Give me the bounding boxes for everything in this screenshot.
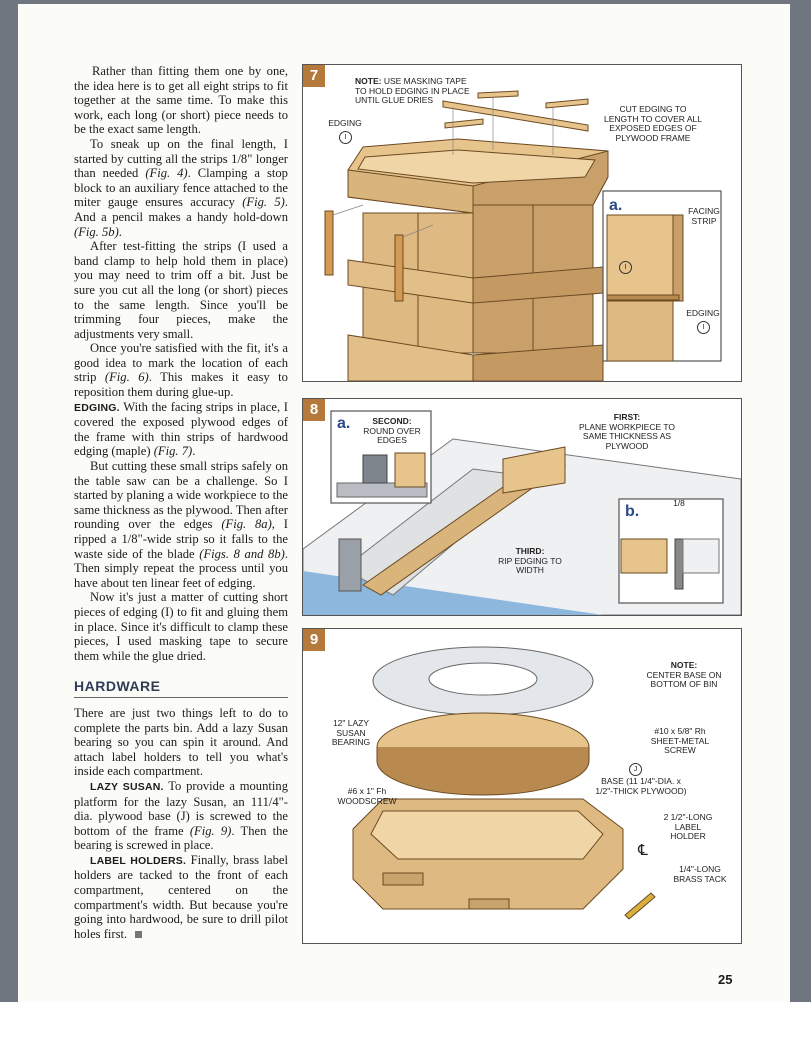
woodscrew-label: #6 x 1" Fh WOODSCREW [337, 786, 397, 806]
inset-letter: b. [625, 503, 640, 520]
step-text: PLANE WORKPIECE TO SAME THICKNESS AS PLY… [578, 421, 676, 451]
inset-letter: a. [609, 197, 623, 214]
inset-letter: a. [337, 415, 351, 432]
run-in-heading: LABEL HOLDERS. [90, 854, 187, 867]
figure-number-badge: 9 [303, 629, 325, 651]
paragraph-1: Rather than fitting them one by one, the… [74, 64, 288, 137]
text: . And a pencil makes a handy hold-down [74, 195, 288, 224]
figure-9-drawing [352, 646, 656, 920]
figure-reference: (Fig. 6) [104, 370, 149, 385]
part-label-j: J [629, 763, 642, 776]
figure-number-badge: 7 [303, 65, 325, 87]
figure-8-drawing [303, 410, 741, 615]
note-heading: NOTE: [355, 76, 382, 86]
figure-reference: (Fig. 9) [189, 823, 232, 838]
fraction: 1/8" [231, 151, 253, 166]
section-heading-hardware: HARDWARE [74, 679, 288, 698]
text: . Then simply repeat the process until y… [74, 546, 288, 590]
paragraph-3: After test-fitting the strips (I used a … [74, 239, 288, 341]
part-label-i: I [697, 321, 710, 334]
figure-7-drawing [324, 90, 722, 381]
edging-label: EDGING [328, 118, 362, 128]
note-label: NOTE: USE MASKING TAPE TO HOLD EDGING IN… [355, 76, 475, 106]
paragraph-4: Once you're satisfied with the fit, it's… [74, 341, 288, 399]
figure-reference: (Fig. 7) [153, 444, 193, 459]
base-label: BASE (11 1/4"-DIA. x 1/2"-THICK PLYWOOD) [595, 776, 687, 796]
text: . [192, 444, 196, 459]
paragraph-8: There are just two things left to do to … [74, 705, 288, 779]
figure-number-badge: 8 [303, 399, 325, 421]
figure-reference: (Fig. 5) [242, 195, 285, 210]
figure-reference: (Figs. 8 and 8b) [199, 546, 285, 561]
article-column: Rather than fitting them one by one, the… [74, 64, 288, 941]
part-label-i: I [619, 261, 632, 274]
text: To provide a mounting platform for the l… [74, 778, 288, 809]
paragraph-7: Now it's just a matter of cutting short … [74, 590, 288, 663]
figure-reference: (Fig. 5b) [74, 224, 119, 239]
note-heading: NOTE: [670, 660, 698, 670]
paragraph-5: EDGING. With the facing strips in place,… [74, 400, 288, 459]
end-mark-icon [135, 931, 143, 939]
figure-reference: (Fig. 8a) [221, 517, 272, 532]
second-step-label: SECOND:ROUND OVER EDGES [359, 416, 425, 446]
rh-screw-label: #10 x 5/8" Rh SHEET-METAL SCREW [650, 726, 710, 755]
run-in-heading: LAZY SUSAN. [90, 780, 164, 793]
cut-edging-label: CUT EDGING TO LENGTH TO COVER ALL EXPOSE… [604, 104, 702, 143]
note-text: CENTER BASE ON BOTTOM OF BIN [646, 669, 722, 689]
note-text: USE MASKING TAPE TO HOLD EDGING IN PLACE… [355, 76, 470, 105]
note-label: NOTE:CENTER BASE ON BOTTOM OF BIN [643, 660, 725, 690]
text: To sneak up on the final length, I start… [74, 136, 288, 166]
inset-edging-label: EDGING [686, 308, 720, 318]
brass-tack-label: 1/4"-LONG BRASS TACK [673, 864, 727, 884]
text: longer than needed [74, 151, 289, 181]
step-heading: SECOND: [372, 416, 412, 426]
third-step-label: THIRD:RIP EDGING TO WIDTH [495, 546, 565, 576]
figure-9: 9 NOTE:CENTER BASE ON BOTTOM OF BIN 12" … [302, 628, 742, 944]
figure-7: 7 NOTE: USE MASKING TAPE TO HOLD EDGING … [302, 64, 742, 382]
text: -wide strip so it falls to the waste sid… [74, 532, 288, 561]
first-step-label: FIRST:PLANE WORKPIECE TO SAME THICKNESS … [575, 412, 679, 451]
label-holder-label: 2 1/2"-LONG LABEL HOLDER [663, 812, 713, 841]
dimension-label: 1/8 [673, 498, 685, 508]
text: . Then the bearing is screwed in place. [74, 823, 288, 853]
paragraph-2: To sneak up on the final length, I start… [74, 137, 288, 239]
step-text: ROUND OVER EDGES [363, 425, 421, 445]
fraction: 1/4" [262, 794, 284, 809]
lazy-susan-label: 12" LAZY SUSAN BEARING [331, 718, 371, 747]
text: . This makes it easy to reposition them … [74, 370, 288, 400]
text: But cutting these small strips safely on… [74, 459, 288, 532]
text: -dia. plywood base (J) is screwed to the… [74, 794, 288, 838]
paragraph-6: But cutting these small strips safely on… [74, 459, 288, 590]
text: Once you're satisfied with the fit, it's… [74, 341, 288, 385]
text: With the facing strips in place, I cover… [74, 399, 288, 459]
facing-strip-label: FACING STRIP [688, 206, 720, 226]
paragraph-9: LAZY SUSAN. To provide a mounting platfo… [74, 779, 288, 853]
text: . [118, 224, 122, 239]
paragraph-10: LABEL HOLDERS. Finally, brass label hold… [74, 853, 288, 942]
figure-reference: (Fig. 4) [145, 166, 188, 181]
figure-8: 8 a. SECOND:ROUND OVER EDGES FIRST:PLANE… [302, 398, 742, 616]
centerline-mark: ℄ [638, 842, 648, 859]
run-in-heading: EDGING. [74, 401, 120, 414]
fraction: 1/8" [121, 532, 143, 546]
step-heading: FIRST: [613, 412, 641, 422]
page-number: 25 [718, 972, 733, 987]
text: , I ripped a [74, 517, 288, 546]
part-label-i: I [339, 131, 352, 144]
text: . Clamping a stop block to an auxiliary … [74, 166, 288, 210]
text: Finally, brass label holders are tacked … [74, 852, 288, 941]
step-text: RIP EDGING TO WIDTH [498, 555, 562, 575]
step-heading: THIRD: [515, 546, 545, 556]
